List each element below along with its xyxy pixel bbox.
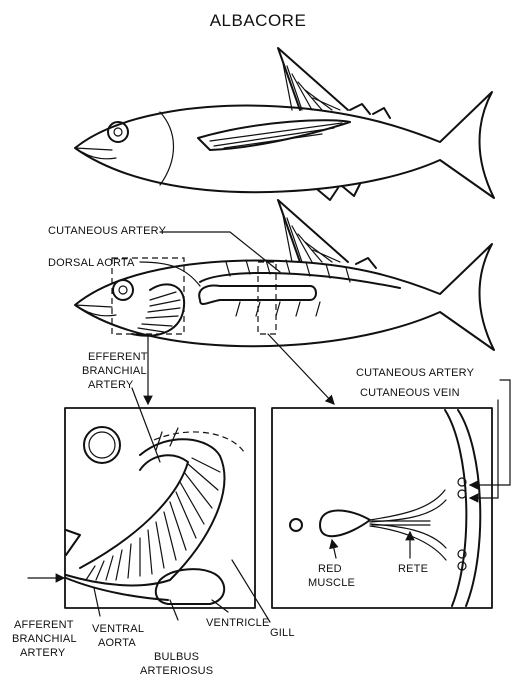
label-dorsal-aorta: DORSAL AORTA [48, 257, 135, 269]
label-cutaneous-vein: CUTANEOUS VEIN [360, 387, 460, 399]
label-afferent-1: AFFERENT [14, 619, 74, 631]
label-red: RED [318, 563, 342, 575]
albacore-fish-outline [75, 48, 494, 200]
label-efferent-3: ARTERY [88, 379, 134, 391]
label-cutaneous-artery-right: CUTANEOUS ARTERY [356, 367, 475, 379]
label-afferent-2: BRANCHIAL [12, 633, 77, 645]
label-cutaneous-artery: CUTANEOUS ARTERY [48, 225, 167, 237]
gill-region-box [112, 258, 184, 334]
label-ventricle: VENTRICLE [206, 617, 270, 629]
label-rete: RETE [398, 563, 428, 575]
gill-detail-inset [65, 408, 255, 608]
rete-detail-inset [272, 408, 492, 608]
label-bulbus: BULBUS [154, 651, 199, 663]
label-efferent-2: BRANCHIAL [82, 365, 147, 377]
albacore-fish-internal-view [75, 200, 494, 350]
label-arteriosus: ARTERIOSUS [140, 665, 213, 677]
label-aorta: AORTA [98, 637, 136, 649]
label-afferent-3: ARTERY [20, 647, 66, 659]
label-muscle: MUSCLE [308, 577, 355, 589]
label-gill: GILL [270, 627, 295, 639]
label-ventral: VENTRAL [92, 623, 144, 635]
label-efferent-1: EFFERENT [88, 351, 148, 363]
diagram-title: ALBACORE [210, 11, 307, 30]
